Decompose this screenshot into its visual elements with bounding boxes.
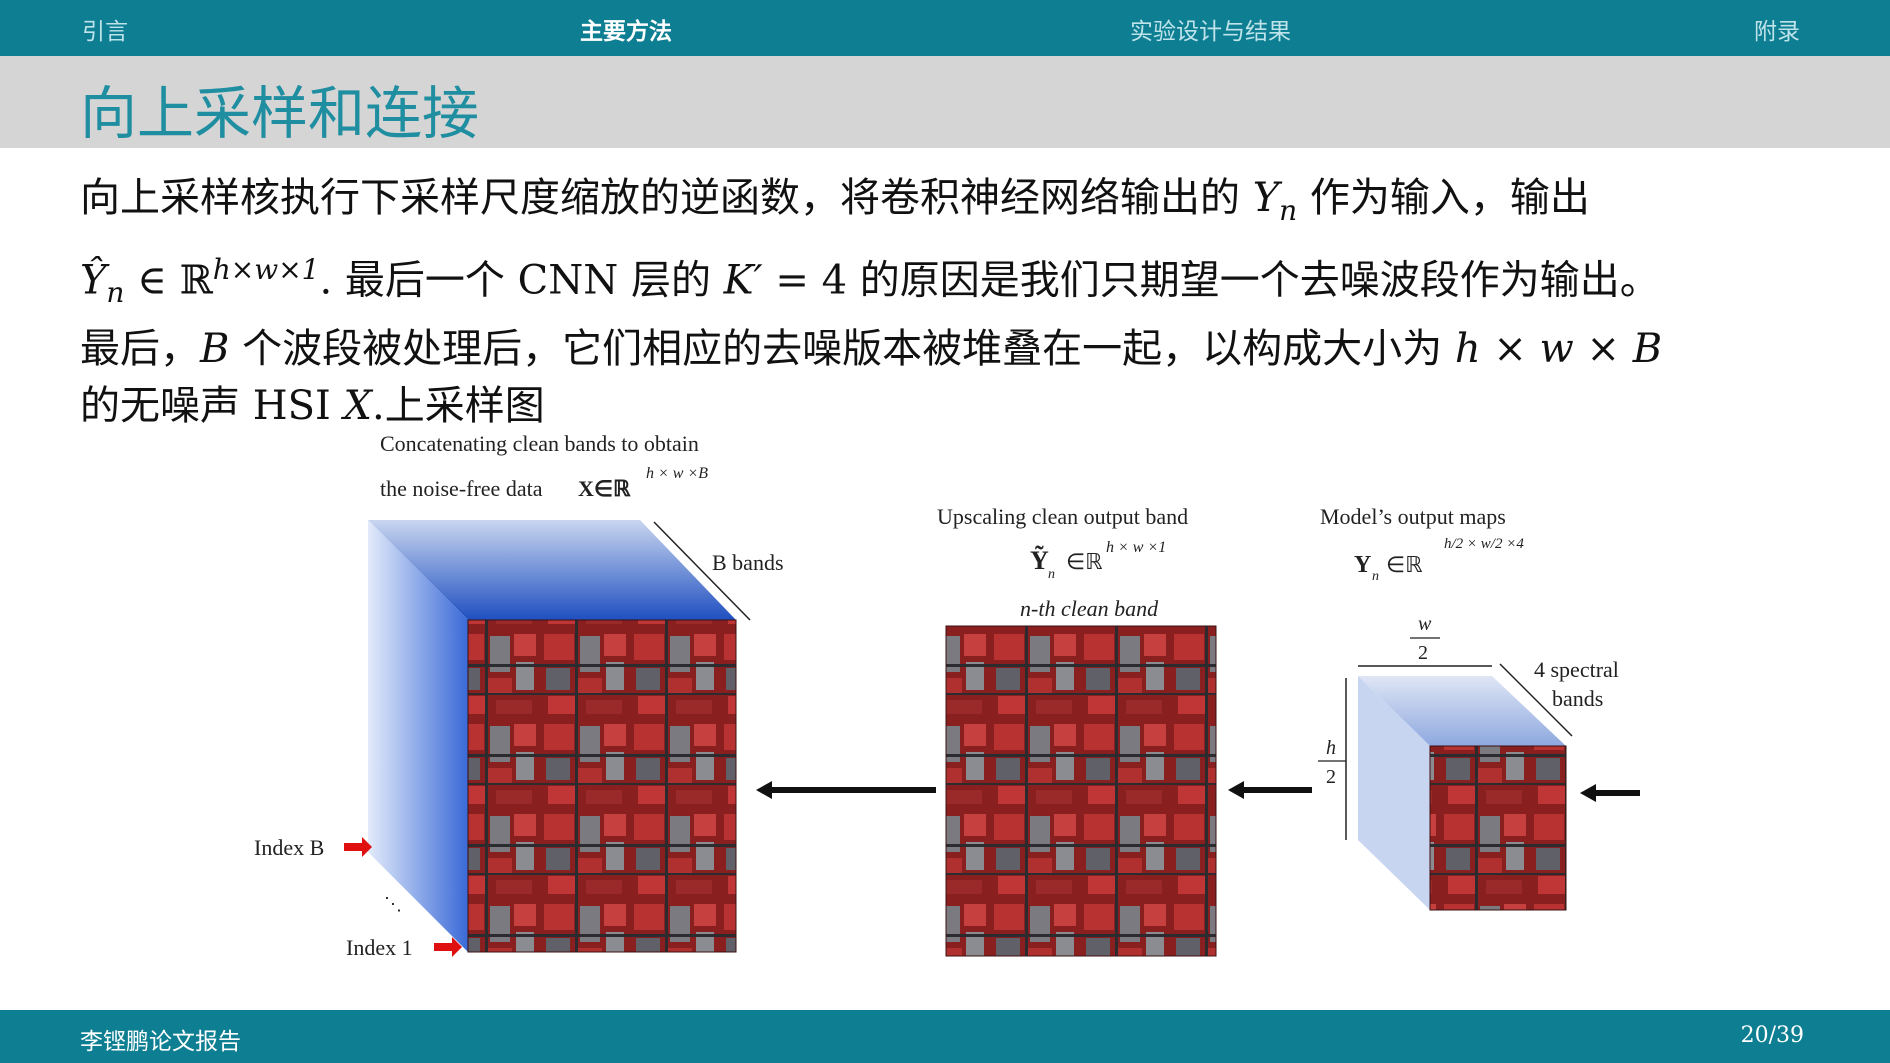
- paragraph-line-3: 最后，B 个波段被处理后，它们相应的去噪版本被堆叠在一起，以构成大小为 h × …: [80, 326, 1663, 373]
- height-fraction-numerator: h: [1326, 737, 1336, 759]
- nth-band-caption: n-th clean band: [1020, 596, 1159, 621]
- input-arrowhead-icon: [1580, 784, 1596, 802]
- width-fraction-numerator: w: [1418, 613, 1432, 635]
- paragraph-line-1: 向上采样核执行下采样尺度缩放的逆函数，将卷积神经网络输出的 Yn 作为输入，输出: [80, 175, 1590, 227]
- paragraph-line-2: Ŷn ∈ ℝh×w×1. 最后一个 CNN 层的 K′ = 4 的原因是我们只期…: [80, 253, 1660, 310]
- model-caption: Model’s output maps: [1320, 504, 1506, 529]
- spectral-dimension-line: [1499, 663, 1573, 737]
- body-paragraph: 向上采样核执行下采样尺度缩放的逆函数，将卷积神经网络输出的 Yn 作为输入，输出…: [80, 170, 1820, 435]
- upscale-formula-subscript: n: [1048, 567, 1055, 582]
- upscale-formula-in: ∈ℝ: [1066, 549, 1103, 574]
- index-1-arrow-icon: [434, 937, 462, 957]
- width-fraction-denominator: 2: [1418, 642, 1428, 664]
- index-1-label: Index 1: [346, 935, 413, 960]
- upscale-to-concat-arrowhead-icon: [756, 781, 772, 799]
- nav-item-introduction[interactable]: 引言: [82, 19, 128, 45]
- slide-title: 向上采样和连接: [80, 81, 479, 147]
- index-b-label: Index B: [254, 835, 324, 860]
- top-navigation: 引言 主要方法 实验设计与结果 附录: [0, 0, 1890, 56]
- cube-front-image: [467, 619, 737, 953]
- b-bands-label: B bands: [712, 550, 784, 575]
- spectral-label-line-2: bands: [1552, 686, 1603, 711]
- nav-item-methods[interactable]: 主要方法: [580, 19, 672, 45]
- small-cube-top-face: [1358, 676, 1566, 746]
- model-formula-subscript: n: [1372, 569, 1379, 584]
- concat-formula: X∈ℝ: [578, 476, 631, 501]
- nav-item-experiments[interactable]: 实验设计与结果: [1130, 19, 1291, 45]
- cube-side-face: [368, 520, 468, 952]
- model-formula: Y: [1354, 552, 1371, 578]
- b-bands-dimension-line: [653, 521, 751, 621]
- page-number: 20/39: [1740, 1023, 1804, 1048]
- spectral-label-line-1: 4 spectral: [1534, 657, 1619, 682]
- model-formula-in: ∈ℝ: [1386, 552, 1423, 577]
- concat-caption-line-2: the noise-free data: [380, 476, 543, 501]
- upscale-formula-superscript: h × w ×1: [1106, 539, 1166, 556]
- small-cube-front-image: [1429, 745, 1567, 911]
- index-dots: ⋱: [384, 894, 402, 914]
- concat-caption-line-1: Concatenating clean bands to obtain: [380, 431, 699, 456]
- footer-author: 李铿鹏论文报告: [80, 1029, 241, 1055]
- small-cube-side-face: [1358, 676, 1430, 910]
- footer-bar: 李铿鹏论文报告 20/39: [0, 1010, 1890, 1063]
- upscale-formula: Ỹ: [1030, 546, 1049, 575]
- model-to-upscale-arrowhead-icon: [1228, 781, 1244, 799]
- slide-title-bar: 向上采样和连接: [0, 56, 1890, 148]
- concat-formula-superscript: h × w ×B: [646, 465, 708, 482]
- nav-item-appendix[interactable]: 附录: [1754, 19, 1800, 45]
- paragraph-line-4: 的无噪声 HSI X.上采样图: [80, 383, 545, 430]
- model-formula-superscript: h/2 × w/2 ×4: [1444, 536, 1524, 552]
- upscale-caption: Upscaling clean output band: [937, 504, 1188, 529]
- upscaled-band-image: [945, 625, 1217, 957]
- cube-top-face: [368, 520, 736, 620]
- height-fraction-denominator: 2: [1326, 766, 1336, 788]
- index-b-arrow-icon: [344, 837, 372, 857]
